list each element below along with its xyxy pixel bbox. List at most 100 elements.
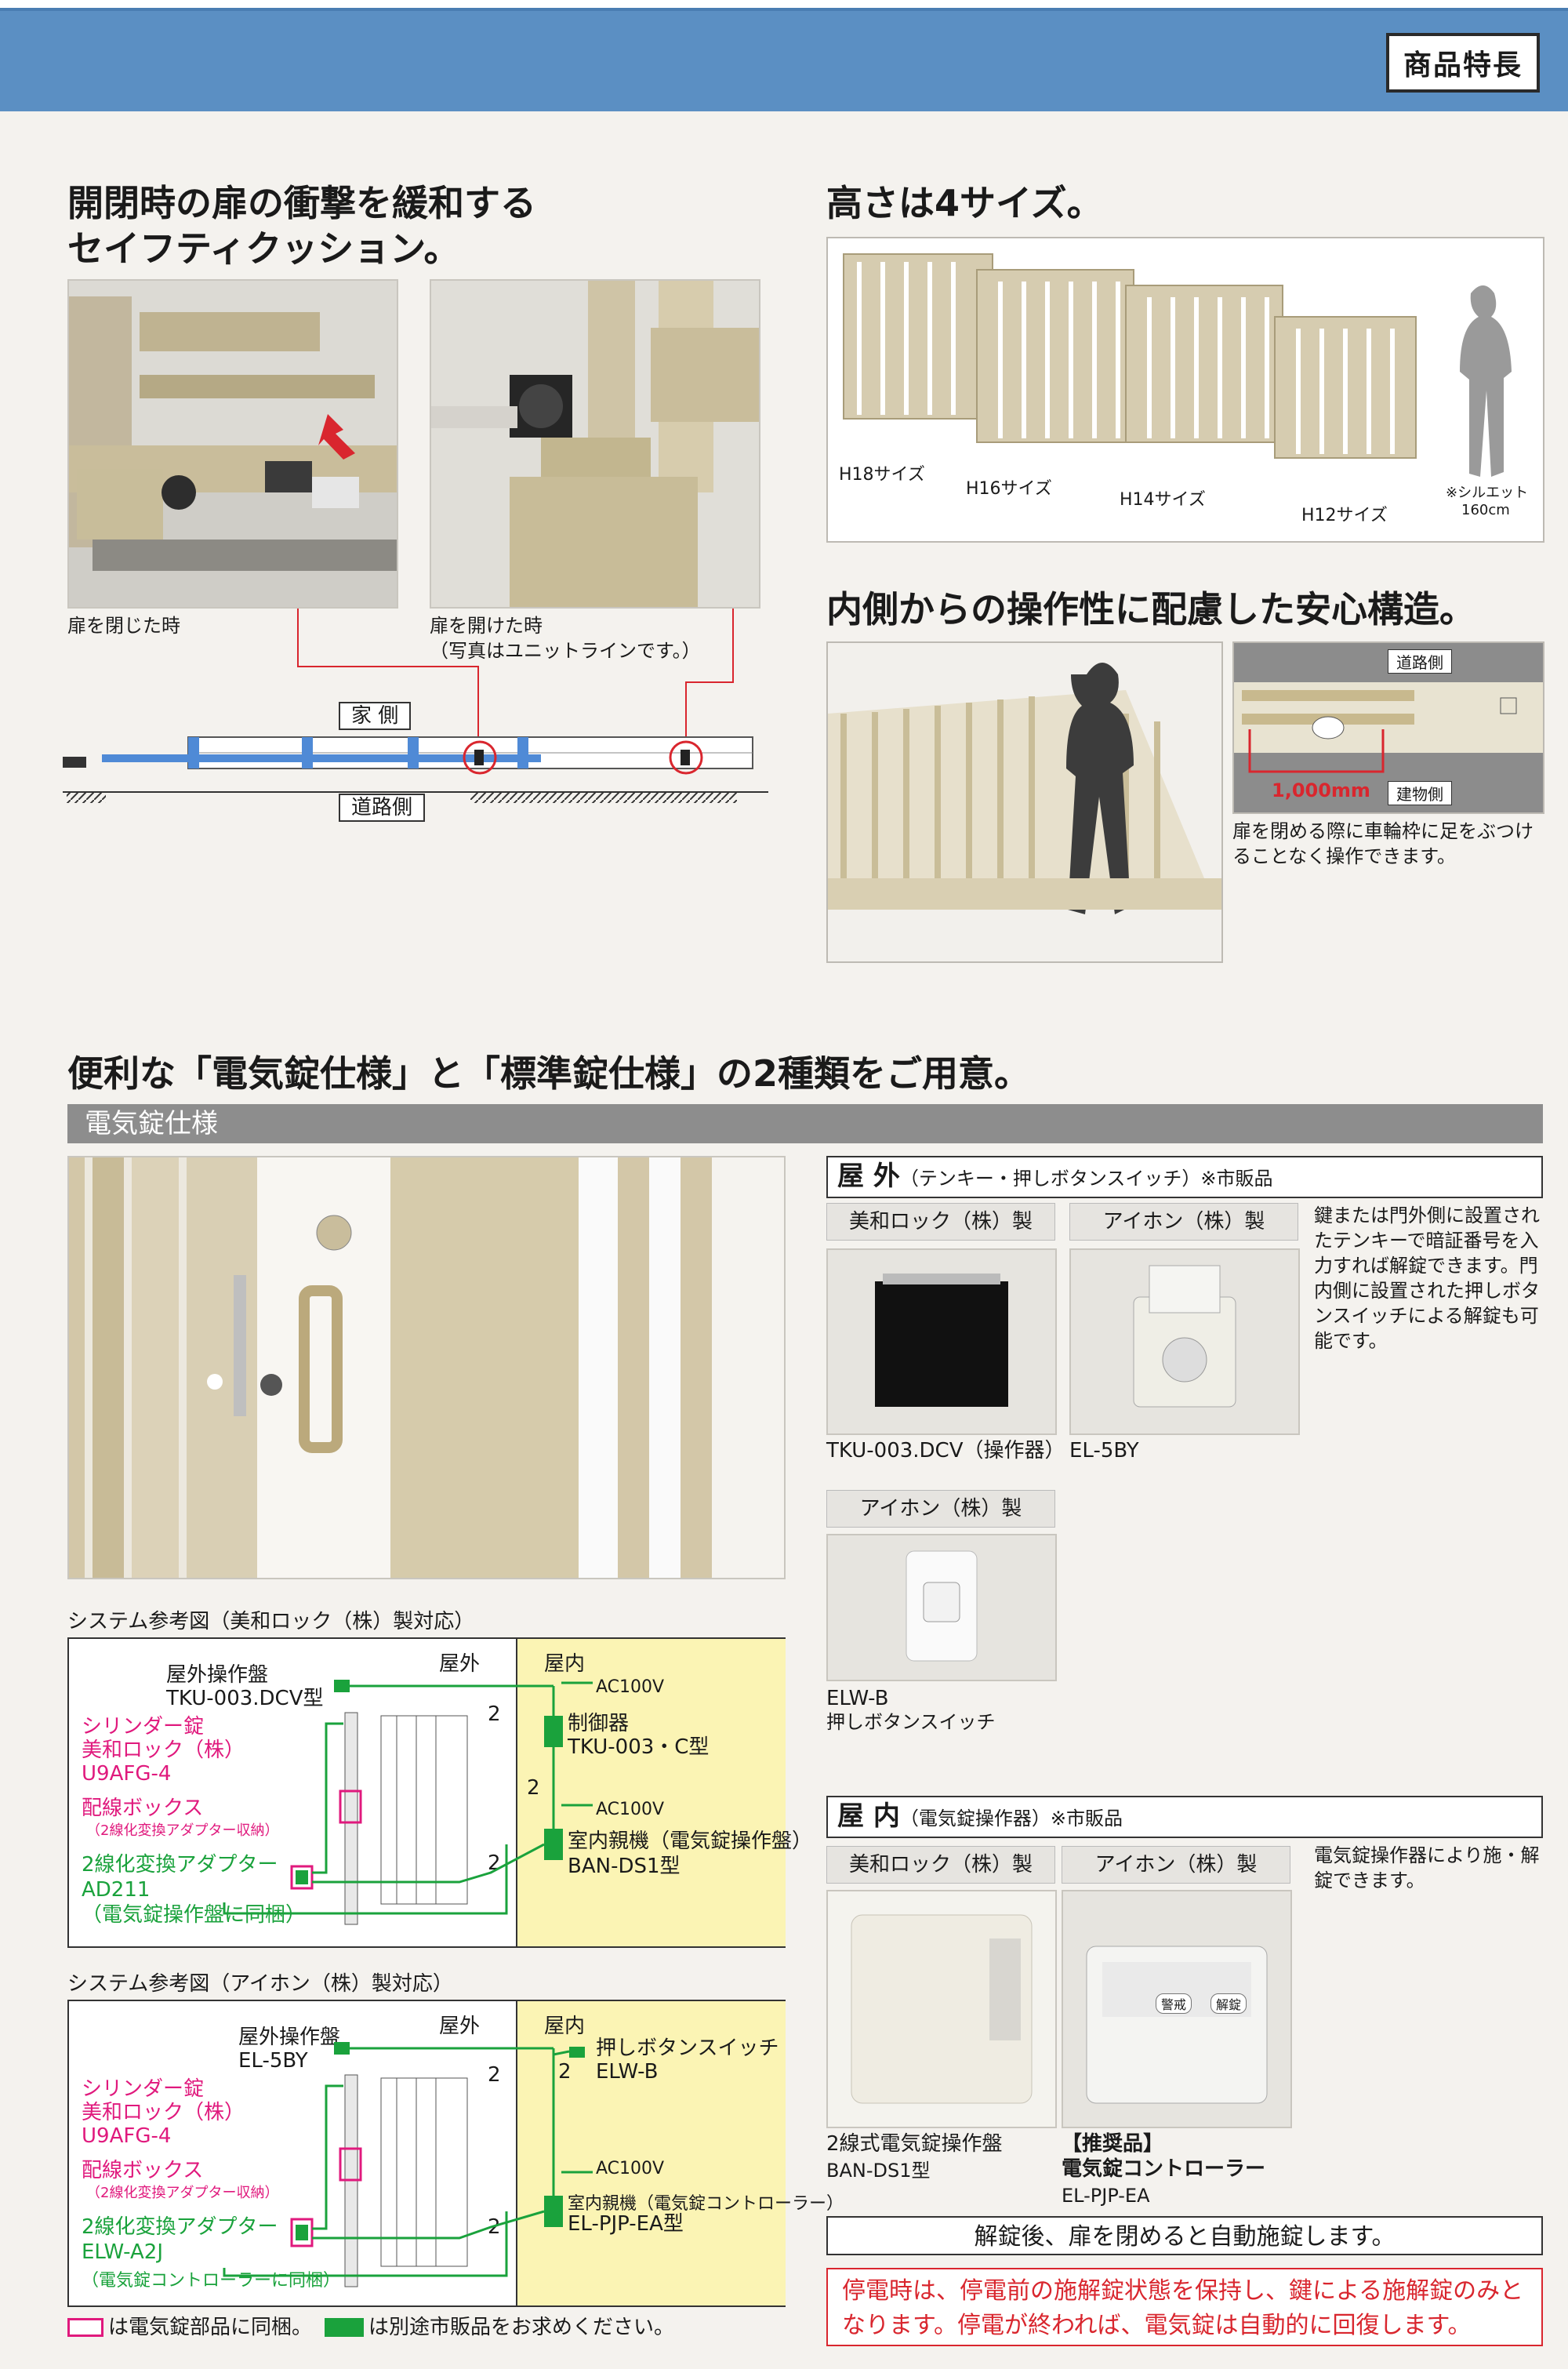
sys2-adapter-model: ELW-A2J — [82, 2240, 163, 2264]
door-illustration — [69, 1157, 784, 1578]
sys1-box: 配線ボックス — [82, 1797, 204, 1820]
sys2-outside: 屋外 — [439, 2015, 481, 2038]
sizes-photo — [826, 237, 1544, 543]
sys1-title: システム参考図（美和ロック（株）製対応） — [67, 1610, 475, 1633]
outdoor-header-main: 屋 外 — [837, 1161, 900, 1192]
el5by-photo — [1069, 1248, 1300, 1435]
indoor-header: 屋 内（電気錠操作器）※市販品 — [826, 1796, 1543, 1838]
legend-green-label: は別途市販品をお求めください。 — [368, 2316, 675, 2339]
elwb-label: ELW-B — [826, 1687, 889, 1710]
sys1-adapter: 2線化変換アダプター — [82, 1853, 278, 1877]
sys1-ctrl: 制御器 — [568, 1712, 630, 1735]
panel-guard-button: 警戒 — [1156, 1993, 1192, 2014]
elwb-device-icon — [828, 1535, 1055, 1680]
size-h16: H16サイズ — [966, 479, 1052, 499]
elwb-sub: 押しボタンスイッチ — [826, 1711, 996, 1733]
outdoor-maker-aiphone: アイホン（株）製 — [1069, 1203, 1298, 1241]
sys2-push-model: ELW-B — [596, 2060, 659, 2084]
sys2-n1: 2 — [488, 2063, 501, 2087]
safety-title: 内側からの操作性に配慮した安心構造。 — [826, 588, 1475, 630]
sys1-cyl3: U9AFG-4 — [82, 1762, 172, 1786]
sys2-inside: 屋内 — [544, 2015, 586, 2038]
legend-pink-swatch — [67, 2318, 103, 2337]
indoor-header-sub: （電気錠操作器）※市販品 — [899, 1808, 1123, 1829]
header-bar — [0, 0, 1568, 111]
sys1-wiring — [223, 1680, 593, 1925]
ban-device-icon — [828, 1891, 1055, 2127]
sys1-adapter-model: AD211 — [82, 1878, 151, 1902]
sizes-title: 高さは4サイズ。 — [826, 182, 1103, 224]
sys1-adapter-note: （電気錠操作盤に同梱） — [82, 1903, 307, 1927]
sys2-n2: 2 — [558, 2060, 572, 2084]
el5by-device-icon — [1071, 1250, 1298, 1433]
tku-device-icon — [828, 1250, 1055, 1433]
outdoor-header-sub: （テンキー・押しボタンスイッチ）※市販品 — [899, 1168, 1273, 1190]
safety-caption: 扉を閉める際に車輪枠に足をぶつけることなく操作できます。 — [1232, 820, 1534, 867]
rec-tag: 【推奨品】 — [1062, 2132, 1164, 2156]
sys1-panel-model: TKU-003.DCV型 — [166, 1687, 324, 1710]
sys2-cyl1: シリンダー錠 — [82, 2077, 205, 2101]
sys2-cyl2: 美和ロック（株） — [82, 2101, 245, 2124]
sys1-panel: 屋外操作盤 — [166, 1663, 269, 1687]
auto-lock-notice: 解錠後、扉を閉めると自動施錠します。 — [826, 2216, 1543, 2255]
outdoor-header: 屋 外（テンキー・押しボタンスイッチ）※市販品 — [826, 1156, 1543, 1198]
photo-closed-illustration — [69, 281, 397, 607]
rec-label: 電気錠コントローラー — [1062, 2157, 1266, 2181]
silhouette-note: ※シルエット — [1446, 485, 1529, 501]
caption-closed: 扉を閉じた時 — [67, 615, 180, 637]
label-house-side: 家 側 — [339, 702, 412, 730]
legend-green-swatch — [325, 2318, 364, 2337]
safety-illustration — [828, 643, 1221, 961]
door-photo — [67, 1156, 786, 1579]
safety-photo — [826, 641, 1223, 963]
sys2-push: 押しボタンスイッチ — [596, 2037, 779, 2060]
sys2-title: システム参考図（アイホン（株）製対応） — [67, 1972, 453, 1996]
sys2-box-note: （2線化変換アダプター収納） — [86, 2185, 279, 2201]
elwb-photo — [826, 1534, 1057, 1681]
sys1-ac1: AC100V — [596, 1677, 665, 1697]
size-h18: H18サイズ — [839, 465, 925, 485]
indoor-desc: 電気錠操作器により施・解錠できます。 — [1314, 1844, 1540, 1891]
silhouette-height: 160cm — [1461, 502, 1510, 518]
sys2-adapter: 2線化変換アダプター — [82, 2215, 278, 2239]
outdoor-maker-miwa: 美和ロック（株）製 — [826, 1203, 1055, 1241]
photo-closed — [67, 279, 398, 609]
header-top-line — [0, 0, 1568, 11]
outdoor-maker-aiphone-2: アイホン（株）製 — [826, 1490, 1055, 1528]
caption-open: 扉を開けた時 — [430, 615, 543, 637]
sys1-n1: 2 — [488, 1702, 501, 1726]
section-electric-lock: 電気錠仕様 — [67, 1104, 1543, 1143]
label-building: 建物側 — [1388, 781, 1452, 805]
panel-unlock-button: 解錠 — [1210, 1993, 1247, 2014]
ban-label: 2線式電気錠操作盤 — [826, 2132, 1003, 2156]
cushion-title-2: セイフティクッション。 — [67, 227, 460, 270]
photo-open-illustration — [431, 281, 759, 607]
sys1-cyl2: 美和ロック（株） — [82, 1739, 245, 1762]
el5by-label: EL-5BY — [1069, 1439, 1139, 1462]
sys1-outside: 屋外 — [439, 1652, 481, 1676]
sys1-ac2: AC100V — [596, 1800, 665, 1819]
sys2-indoor-unit: 室内親機（電気錠コントローラー） — [568, 2194, 844, 2214]
sys2-adapter-note: （電気錠コントローラーに同梱） — [82, 2271, 341, 2291]
cushion-plan-diagram — [63, 609, 768, 803]
feature-badge: 商品特長 — [1385, 33, 1540, 93]
ban-model: BAN-DS1型 — [826, 2160, 931, 2182]
size-h14: H14サイズ — [1120, 490, 1206, 510]
cushion-title-1: 開閉時の扉の衝撃を緩和する — [67, 182, 536, 224]
sys2-ac1: AC100V — [596, 2159, 665, 2178]
tku-photo — [826, 1248, 1057, 1435]
indoor-maker-miwa: 美和ロック（株）製 — [826, 1846, 1055, 1884]
sys1-indoor-zone — [516, 1639, 786, 1946]
caption-open-note: （写真はユニットラインです。） — [430, 640, 701, 662]
sys2-box: 配線ボックス — [82, 2159, 204, 2182]
indoor-maker-aiphone: アイホン（株）製 — [1062, 1846, 1290, 1884]
power-notice: 停電時は、停電前の施解錠状態を保持し、鍵による施解錠のみとなります。停電が終われ… — [826, 2268, 1543, 2346]
sys1-inside: 屋内 — [544, 1652, 586, 1676]
distance-label: 1,000mm — [1272, 779, 1370, 801]
size-h12: H12サイズ — [1301, 506, 1388, 525]
sys1-box-note: （2線化変換アダプター収納） — [86, 1822, 279, 1839]
sys2-cyl3: U9AFG-4 — [82, 2124, 172, 2148]
indoor-header-main: 屋 内 — [837, 1800, 900, 1832]
sys1-ctrl-model: TKU-003・C型 — [568, 1735, 710, 1759]
sizes-illustration — [828, 238, 1543, 541]
